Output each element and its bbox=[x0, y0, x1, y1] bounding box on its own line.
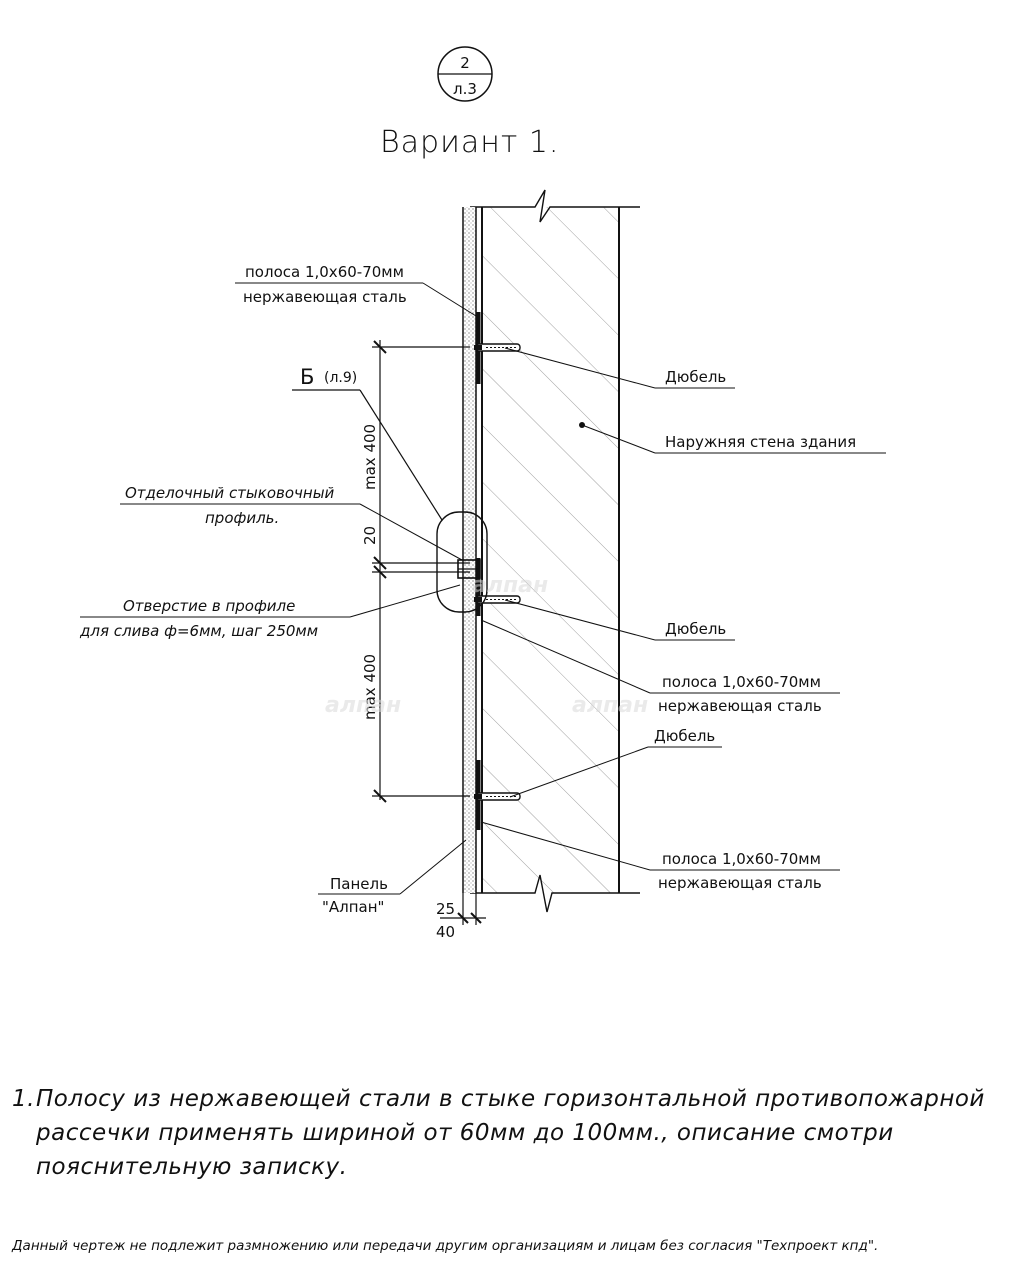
label-panel-2: "Алпан" bbox=[322, 898, 384, 916]
copyright-footer: Данный чертеж не подлежит размножению ил… bbox=[12, 1238, 879, 1254]
label-profile-1: Отделочный стыковочный bbox=[125, 484, 335, 502]
svg-text:алпан: алпан bbox=[325, 693, 401, 718]
label-wall: Наружняя стена здания bbox=[665, 433, 856, 451]
leader-strip-mid bbox=[480, 619, 840, 694]
drawing-title: Вариант 1. bbox=[380, 125, 559, 160]
dimension-gap: 20 bbox=[361, 526, 379, 545]
sheet-ref-sheet: л.3 bbox=[453, 80, 477, 98]
dimension-panel-thickness: 25 bbox=[436, 900, 455, 918]
section-drawing: 2 л.3 Вариант 1. bbox=[79, 46, 886, 941]
label-strip-bottom-2: нержавеющая сталь bbox=[658, 874, 822, 892]
label-strip-top-2: нержавеющая сталь bbox=[243, 288, 407, 306]
svg-text:алпан: алпан bbox=[572, 693, 648, 718]
leader-dowel-mid bbox=[504, 599, 735, 641]
wall-leader-dot bbox=[579, 422, 585, 428]
leader-hole bbox=[80, 584, 461, 618]
dimension-total-thickness: 40 bbox=[436, 923, 455, 941]
label-strip-bottom-1: полоса 1,0х60-70мм bbox=[662, 850, 821, 868]
dimension-lower: max 400 bbox=[361, 654, 379, 720]
note-number: 1. bbox=[12, 1086, 35, 1112]
leader-dowel-bottom bbox=[509, 746, 722, 798]
note-line-3: пояснительную записку. bbox=[36, 1154, 348, 1180]
label-panel-1: Панель bbox=[330, 875, 388, 893]
leader-wall bbox=[581, 424, 886, 454]
detail-b-callout: Б (л.9) bbox=[292, 365, 488, 613]
joint-profile bbox=[457, 559, 481, 579]
label-strip-top-1: полоса 1,0х60-70мм bbox=[245, 263, 404, 281]
leader-strip-bottom bbox=[480, 821, 840, 871]
leader-strip-top bbox=[235, 282, 477, 317]
leader-panel bbox=[318, 839, 467, 895]
leader-profile bbox=[120, 503, 463, 561]
svg-text:алпан: алпан bbox=[472, 573, 548, 598]
label-dowel-2: Дюбель bbox=[665, 620, 726, 638]
label-strip-mid-1: полоса 1,0х60-70мм bbox=[662, 673, 821, 691]
note-line-2: рассечки применять шириной от 60мм до 10… bbox=[36, 1120, 894, 1146]
label-hole-2: для слива ф=6мм, шаг 250мм bbox=[79, 622, 318, 640]
drawing-note: 1.Полосу из нержавеющей стали в стыке го… bbox=[12, 1082, 997, 1184]
detail-b-letter: Б bbox=[300, 365, 314, 389]
thickness-dimension bbox=[440, 893, 486, 925]
external-wall bbox=[470, 189, 640, 913]
label-dowel-3: Дюбель bbox=[654, 727, 715, 745]
watermark-logo: алпан алпан алпан bbox=[325, 573, 648, 718]
sheet-ref-number: 2 bbox=[460, 54, 470, 72]
label-hole-1: Отверстие в профиле bbox=[123, 597, 295, 615]
sheet-reference-circle: 2 л.3 bbox=[437, 46, 493, 102]
dowel-bottom bbox=[474, 792, 521, 801]
label-strip-mid-2: нержавеющая сталь bbox=[658, 697, 822, 715]
label-profile-2: профиль. bbox=[205, 509, 279, 527]
alpan-panel bbox=[462, 207, 477, 893]
label-dowel-1: Дюбель bbox=[665, 368, 726, 386]
detail-b-sheet: (л.9) bbox=[324, 370, 357, 386]
dimension-upper: max 400 bbox=[361, 424, 379, 490]
dimension-chain bbox=[372, 340, 470, 803]
note-line-1: Полосу из нержавеющей стали в стыке гори… bbox=[36, 1086, 985, 1112]
leader-dowel-top bbox=[504, 347, 735, 389]
